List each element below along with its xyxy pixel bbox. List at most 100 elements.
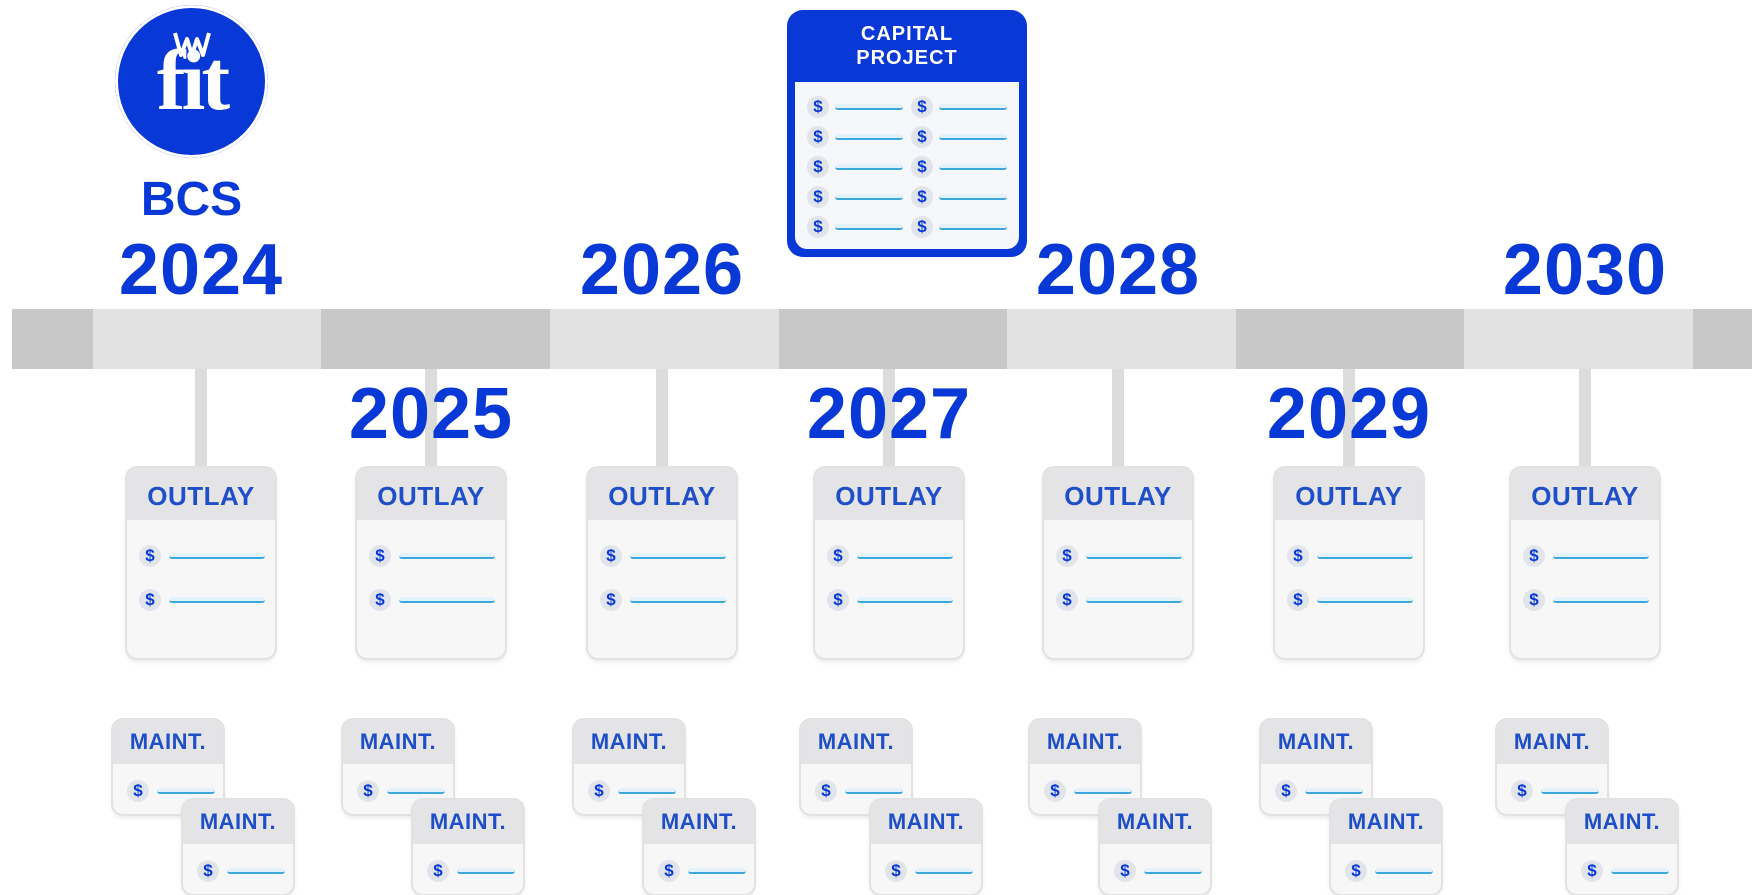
dollar-icon: $ [911,156,933,178]
capital-amount-line [835,224,903,230]
maintenance-card-title: MAINT. [1497,720,1607,764]
capital-project-card: CAPITAL PROJECT $$$$$$$$$$ [787,10,1027,257]
dollar-icon: $ [827,545,849,567]
dollar-icon: $ [427,860,449,882]
capital-amount-line [939,104,1007,110]
dollar-icon: $ [1511,780,1533,802]
timeline-band-segment [1464,309,1693,369]
dollar-icon: $ [658,860,680,882]
outlay-card-title: OUTLAY [357,468,505,520]
capital-amount-line [835,194,903,200]
outlay-amount-line [1317,553,1413,559]
maintenance-card: MAINT.$ [644,800,754,894]
maintenance-card-title: MAINT. [1100,800,1210,844]
dollar-icon: $ [885,860,907,882]
dollar-icon: $ [807,126,829,148]
dollar-icon: $ [815,780,837,802]
dollar-icon: $ [1114,860,1136,882]
maintenance-amount-line [157,788,215,794]
dollar-icon: $ [1056,589,1078,611]
maintenance-card: MAINT. $ [1331,800,1441,894]
maintenance-amount-line [457,868,515,874]
outlay-card: OUTLAY $ $ [588,468,736,658]
maintenance-card: MAINT.$ [574,720,684,814]
timeline-band-segment [550,309,779,369]
maintenance-card: MAINT.$ [1030,720,1140,814]
outlay-card: OUTLAY$$ [1511,468,1659,658]
dollar-icon: $ [600,589,622,611]
capital-amount-line [939,224,1007,230]
maintenance-amount-line [915,868,973,874]
dollar-icon: $ [911,216,933,238]
outlay-amount-line [1317,597,1413,603]
outlay-card: OUTLAY$$ [127,468,275,658]
year-label: 2028 [1035,230,1201,310]
outlay-amount-line [1553,597,1649,603]
crown-icon [173,32,211,57]
timeline-band-segment [93,309,321,369]
capital-project-list: $$$$$$$$$$ [795,82,1019,249]
outlay-amount-line [857,597,953,603]
timeline-connector [656,369,668,470]
capital-amount-line [835,164,903,170]
outlay-card-title: OUTLAY [127,468,275,520]
dollar-icon: $ [369,589,391,611]
maintenance-card-title: MAINT. [343,720,453,764]
outlay-card: OUTLAY$$ [1275,468,1423,658]
outlay-amount-line [630,553,726,559]
outlay-amount-line [399,597,495,603]
year-label: 2024 [118,230,284,310]
outlay-amount-line [1086,553,1182,559]
outlay-card-title: OUTLAY [588,468,736,520]
maintenance-card-title: MAINT. [1261,720,1371,764]
dollar-icon: $ [127,780,149,802]
maintenance-card: MAINT. $ [413,800,523,894]
outlay-card: OUTLAY$$ [357,468,505,658]
maintenance-card-title: MAINT. [574,720,684,764]
dollar-icon: $ [357,780,379,802]
dollar-icon: $ [139,589,161,611]
maintenance-amount-line [387,788,445,794]
maintenance-card: MAINT. $ [1261,720,1371,814]
year-label: 2025 [348,374,514,454]
maintenance-amount-line [1611,868,1669,874]
timeline-connector [1343,369,1355,470]
year-label: 2026 [579,230,745,310]
maintenance-card: MAINT. $ [1497,720,1607,814]
dollar-icon: $ [1275,780,1297,802]
year-label: 2030 [1502,230,1668,310]
maintenance-amount-line [1305,788,1363,794]
maintenance-amount-line [1074,788,1132,794]
dollar-icon: $ [911,126,933,148]
organization-name: BCS [140,173,243,226]
outlay-amount-line [1553,553,1649,559]
dollar-icon: $ [807,96,829,118]
outlay-amount-line [399,553,495,559]
maintenance-card-title: MAINT. [1567,800,1677,844]
year-label: 2027 [806,374,972,454]
dollar-icon: $ [197,860,219,882]
maintenance-card: MAINT. $ [1100,800,1210,894]
maintenance-card: MAINT. $ [343,720,453,814]
dollar-icon: $ [1056,545,1078,567]
timeline-connector [1579,369,1591,470]
outlay-card-title: OUTLAY [1511,468,1659,520]
outlay-card-title: OUTLAY [815,468,963,520]
timeline-band-segment [12,309,93,369]
timeline-connector [195,369,207,470]
outlay-card-title: OUTLAY [1275,468,1423,520]
maintenance-card-title: MAINT. [871,800,981,844]
capital-amount-line [939,194,1007,200]
outlay-amount-line [857,553,953,559]
maintenance-card-title: MAINT. [1331,800,1441,844]
outlay-amount-line [169,597,265,603]
timeline-band-segment [1236,309,1464,369]
timeline-band-segment [1007,309,1236,369]
capital-amount-line [939,164,1007,170]
dollar-icon: $ [600,545,622,567]
maintenance-card-title: MAINT. [801,720,911,764]
dollar-icon: $ [1345,860,1367,882]
maintenance-card-title: MAINT. [413,800,523,844]
dollar-icon: $ [1044,780,1066,802]
outlay-amount-line [169,553,265,559]
